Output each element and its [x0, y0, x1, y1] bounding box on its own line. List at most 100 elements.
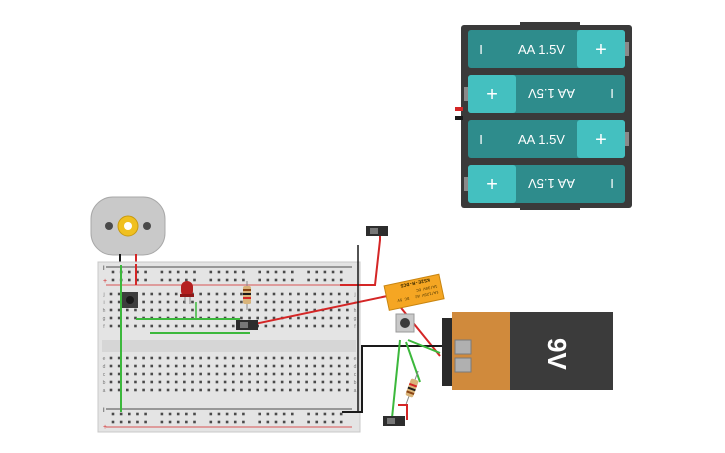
breadboard-hole — [126, 380, 129, 384]
battery-pack-red-lead — [455, 107, 463, 111]
breadboard-hole — [291, 270, 294, 274]
black-wire-gnd-to-9v[interactable] — [342, 345, 442, 413]
breadboard-hole — [307, 420, 310, 424]
aa-cell-positive-end — [468, 165, 516, 203]
breadboard-hole — [158, 372, 162, 376]
breadboard-row-letter: h — [103, 308, 106, 314]
breadboard-hole — [126, 356, 129, 360]
breadboard-hole — [331, 420, 335, 424]
breadboard-hole — [248, 388, 251, 392]
breadboard-hole — [337, 308, 341, 312]
battery-9v[interactable]: 9V — [442, 312, 613, 390]
breadboard-hole — [329, 300, 333, 304]
breadboard-hole — [307, 278, 310, 282]
breadboard-hole — [231, 308, 235, 312]
breadboard-hole — [217, 412, 221, 416]
breadboard-hole — [109, 308, 113, 312]
breadboard-hole — [207, 356, 211, 360]
breadboard-hole — [231, 364, 235, 368]
breadboard-hole — [291, 412, 294, 416]
breadboard-hole — [305, 380, 308, 384]
pushbutton-offboard[interactable] — [395, 313, 415, 333]
breadboard-hole — [313, 380, 317, 384]
red-wire-switch-to-relay[interactable] — [249, 294, 393, 326]
aa-cell-1: AA 1.5V+I — [468, 30, 629, 68]
breadboard-row-letter: j — [353, 292, 355, 298]
slide-switch-bottom[interactable] — [383, 416, 405, 426]
breadboard-hole — [258, 278, 261, 282]
breadboard-hole — [109, 300, 113, 304]
breadboard-hole — [183, 308, 186, 312]
breadboard-hole — [256, 388, 259, 392]
breadboard-row-letter: b — [103, 380, 106, 386]
slide-switch-knob — [240, 322, 248, 328]
breadboard-hole — [291, 420, 294, 424]
breadboard-hole — [183, 300, 186, 304]
breadboard-hole — [242, 420, 245, 424]
breadboard-hole — [109, 372, 113, 376]
breadboard-hole — [150, 388, 154, 392]
breadboard-hole — [185, 270, 188, 274]
breadboard[interactable]: + I I + jjiihhggffeeddccbbaa — [97, 261, 361, 433]
breadboard-hole — [337, 316, 341, 320]
red-led[interactable] — [180, 281, 194, 304]
resistor-band-1 — [243, 289, 251, 291]
breadboard-hole — [111, 420, 115, 424]
breadboard-hole — [329, 324, 333, 328]
breadboard-hole — [126, 388, 129, 392]
breadboard-hole — [158, 356, 162, 360]
breadboard-row-letter: e — [354, 356, 357, 362]
breadboard-hole — [150, 300, 154, 304]
green-wire-button-to-9v[interactable] — [407, 339, 441, 354]
breadboard-row-letter: e — [103, 356, 106, 362]
breadboard-hole — [174, 324, 178, 328]
breadboard-hole — [209, 412, 213, 416]
breadboard-hole — [233, 412, 237, 416]
breadboard-hole — [185, 420, 188, 424]
breadboard-hole — [305, 356, 308, 360]
slide-switch-top[interactable] — [366, 226, 388, 236]
breadboard-hole — [142, 292, 145, 296]
breadboard-hole — [272, 356, 276, 360]
breadboard-hole — [240, 292, 243, 296]
breadboard-hole — [215, 372, 219, 376]
slide-switch-breadboard[interactable] — [236, 320, 258, 330]
breadboard-hole — [266, 420, 270, 424]
pushbutton-breadboard[interactable] — [122, 292, 138, 308]
breadboard-hole — [191, 388, 194, 392]
relay-rating-1: 1A/125V AC — [414, 289, 439, 299]
breadboard-row-letter: a — [103, 388, 106, 394]
aa-cell-positive-end — [577, 30, 625, 68]
breadboard-hole — [126, 316, 129, 320]
breadboard-hole — [225, 412, 229, 416]
breadboard-hole — [274, 412, 278, 416]
resistor-offboard[interactable] — [402, 370, 421, 406]
relay[interactable]: 1A/125V AC 1A/30V DC DC 5V KS2E-M-DC5 — [383, 273, 445, 311]
breadboard-hole — [217, 420, 221, 424]
breadboard-hole — [158, 300, 162, 304]
breadboard-hole — [305, 364, 308, 368]
breadboard-hole — [346, 364, 349, 368]
breadboard-hole — [225, 420, 229, 424]
aa-cell-plus-sign: + — [486, 82, 498, 104]
breadboard-hole — [185, 278, 188, 282]
green-wire-button-to-resistor[interactable] — [405, 341, 421, 383]
breadboard-hole — [240, 356, 243, 360]
breadboard-hole — [272, 388, 276, 392]
breadboard-hole — [258, 270, 261, 274]
breadboard-hole — [272, 300, 276, 304]
breadboard-hole — [128, 412, 131, 416]
resistor-breadboard[interactable] — [243, 281, 251, 310]
breadboard-hole — [117, 364, 121, 368]
battery-pack-top-tab — [520, 22, 580, 27]
dc-motor[interactable] — [90, 196, 166, 264]
breadboard-hole — [264, 324, 268, 328]
red-wire-resistor-to-switch[interactable] — [398, 404, 408, 420]
breadboard-hole — [231, 300, 235, 304]
breadboard-hole — [166, 364, 170, 368]
aa-cell-nub — [625, 42, 629, 56]
breadboard-hole — [289, 356, 292, 360]
green-wire-button-to-switch[interactable] — [391, 339, 401, 419]
aa-battery-pack[interactable]: AA 1.5V+IAA 1.5V+IAA 1.5V+IAA 1.5V+I — [455, 22, 632, 210]
breadboard-hole — [223, 308, 227, 312]
